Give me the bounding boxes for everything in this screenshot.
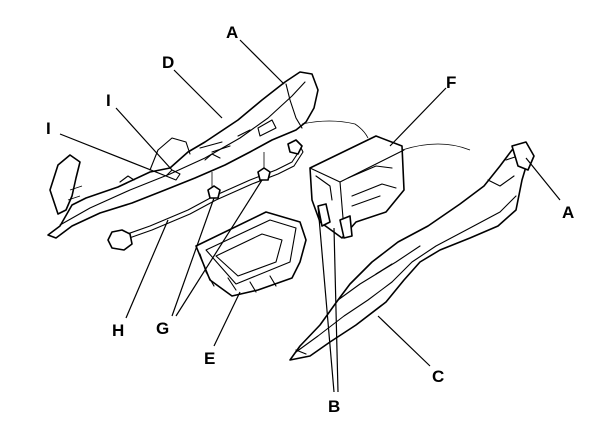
- callout-i-left: I: [46, 119, 51, 138]
- connector-cable: [301, 120, 369, 139]
- leader-lines: [59, 39, 561, 393]
- right-trim-panel: [289, 141, 535, 361]
- callout-e: E: [204, 349, 215, 368]
- callout-g: G: [156, 319, 169, 338]
- callout-f: F: [446, 73, 456, 92]
- callout-a-right: A: [562, 203, 574, 222]
- callout-b: B: [328, 397, 340, 416]
- callout-labels: A D I I F A C B E G H: [46, 23, 574, 416]
- bracket-box-f: [309, 135, 405, 239]
- lower-box-e: [195, 211, 307, 297]
- callout-a-top: A: [226, 23, 238, 42]
- wire-harness: [107, 139, 304, 251]
- callout-i-top: I: [106, 91, 111, 110]
- callout-h: H: [112, 321, 124, 340]
- left-trim-panel: [47, 71, 319, 239]
- callout-c: C: [432, 367, 444, 386]
- connector-cable-2: [401, 143, 471, 151]
- callout-d: D: [162, 53, 174, 72]
